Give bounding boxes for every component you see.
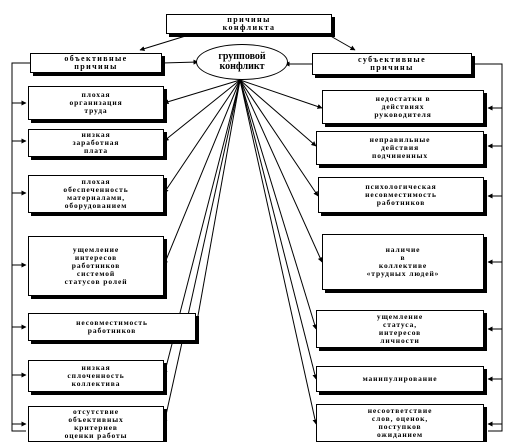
objective-cause-item: низкая сплоченность коллектива	[28, 360, 164, 392]
objective-cause-item: ущемление интересов работников системой …	[28, 236, 164, 296]
subjective-bracket	[472, 63, 503, 432]
subjective-cause-item: наличие в коллективе «трудных людей»	[322, 234, 484, 290]
group-conflict-ellipse: групповой конфликт	[196, 44, 288, 80]
objective-causes-header: объективные причины	[30, 53, 162, 73]
subjective-cause-item: ущемление статуса, интересов личности	[316, 310, 484, 348]
objective-cause-item: низкая заработная плата	[28, 129, 164, 157]
objective-cause-item: плохая обеспеченность материалами, обору…	[28, 175, 164, 213]
subjective-cause-item: неправильные действия подчиненных	[316, 131, 484, 165]
subjective-causes-header: субъективные причины	[312, 53, 472, 75]
subjective-cause-item: недостатки в действиях руководителя	[322, 90, 484, 124]
objective-cause-item: отсутствие объективных критериев оценки …	[28, 406, 164, 442]
subjective-cause-item: несоответствие слов, оценок, поступков о…	[316, 404, 484, 442]
objective-cause-item: плохая организация труда	[28, 86, 164, 120]
subjective-cause-item: психологическая несовместимость работник…	[318, 177, 484, 213]
conflict-causes-box: причины конфликта	[166, 14, 332, 34]
subjective-cause-item: манипулирование	[316, 366, 484, 392]
objective-cause-item: несовместимость работников	[28, 313, 196, 341]
objective-bracket	[11, 62, 30, 432]
arrow-objective-to-center	[161, 59, 199, 65]
